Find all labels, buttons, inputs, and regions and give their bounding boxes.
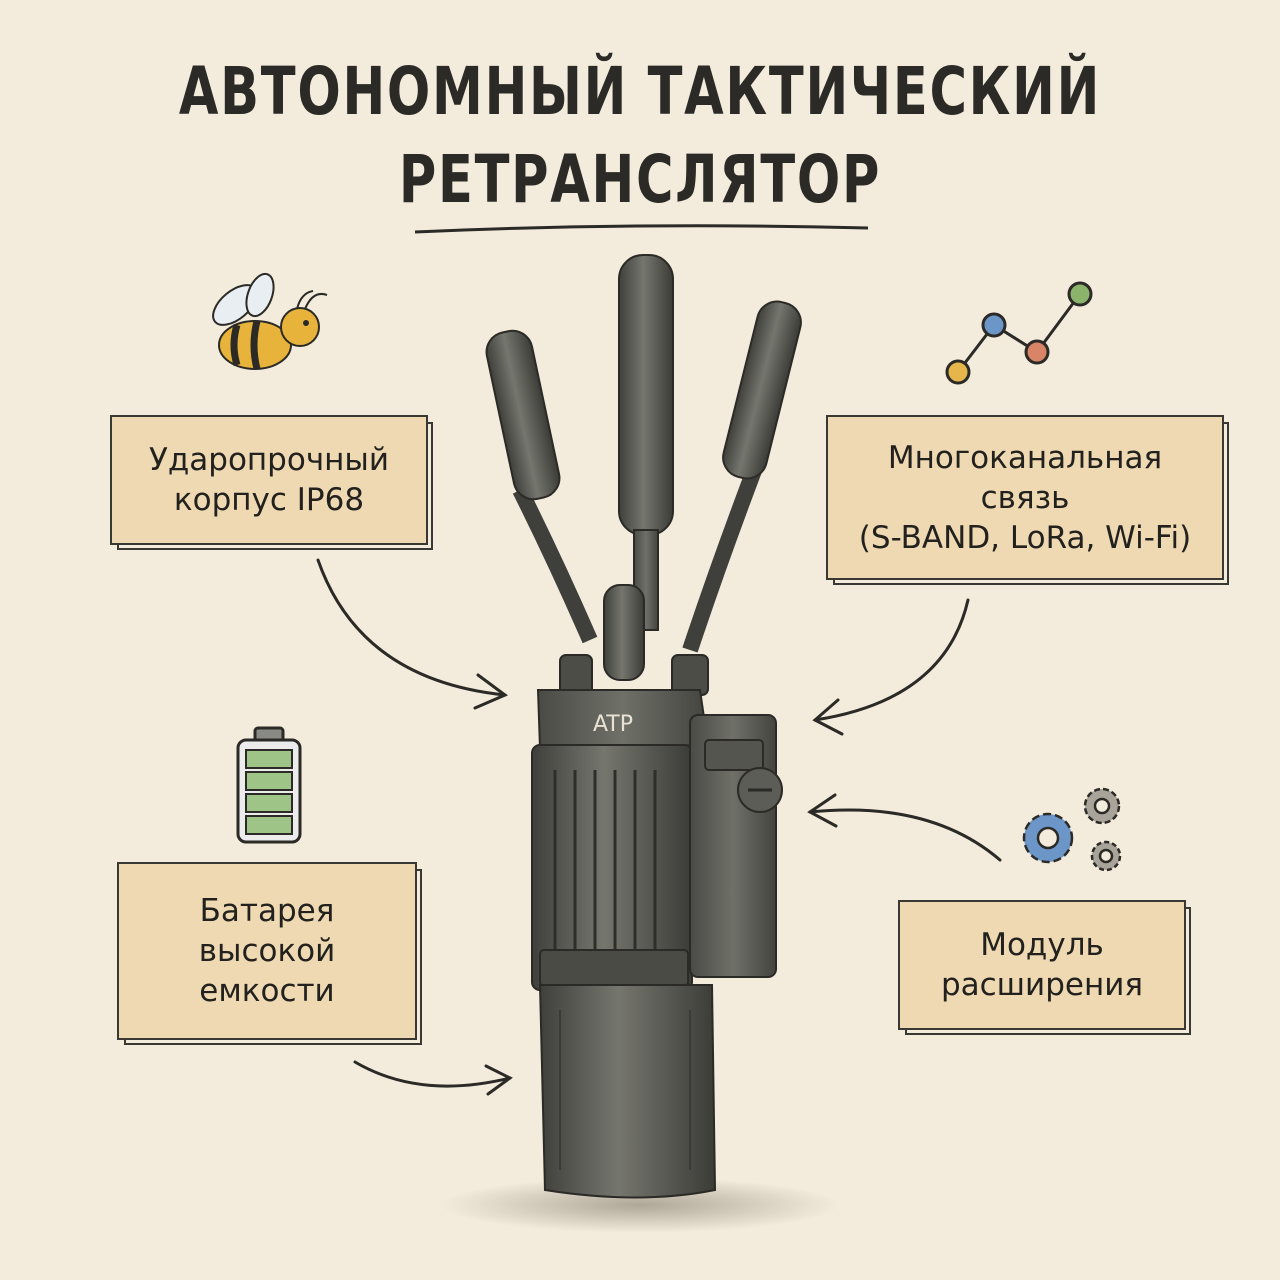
arrow-module — [808, 808, 1002, 862]
title-line-2: РЕТРАНСЛЯТОР — [398, 141, 882, 218]
arrow-battery — [353, 1060, 512, 1088]
label-battery: Батарея высокой емкости — [117, 862, 417, 1040]
label-communication-text: Многоканальная связь (S-BAND, LoRa, Wi-F… — [858, 439, 1192, 556]
title-line-1: АВТОНОМНЫЙ ТАКТИЧЕСКИЙ — [178, 53, 1102, 130]
arrow-case — [316, 558, 507, 697]
bee-icon — [212, 272, 328, 370]
title-underline — [414, 224, 869, 234]
arrow-comm — [813, 598, 970, 722]
label-battery-text: Батарея высокой емкости — [198, 893, 336, 1009]
page-title: АВТОНОМНЫЙ ТАКТИЧЕСКИЙ РЕТРАНСЛЯТОР — [90, 48, 1191, 224]
antennas — [485, 254, 802, 696]
label-module: Модуль расширения — [898, 900, 1186, 1030]
cooling-fins — [553, 770, 657, 950]
battery-pack — [538, 984, 717, 1199]
label-case-text: Ударопрочный корпус IP68 — [148, 442, 390, 518]
gears-icon — [1022, 787, 1122, 872]
battery-icon — [236, 726, 302, 844]
network-nodes-icon — [945, 281, 1093, 385]
device-shadow — [440, 1177, 840, 1233]
arrows — [316, 558, 1002, 1096]
device-tag: ATP — [592, 712, 634, 737]
label-module-text: Модуль расширения — [940, 927, 1144, 1003]
label-communication: Многоканальная связь (S-BAND, LoRa, Wi-F… — [826, 415, 1224, 580]
label-case: Ударопрочный корпус IP68 — [110, 415, 428, 545]
